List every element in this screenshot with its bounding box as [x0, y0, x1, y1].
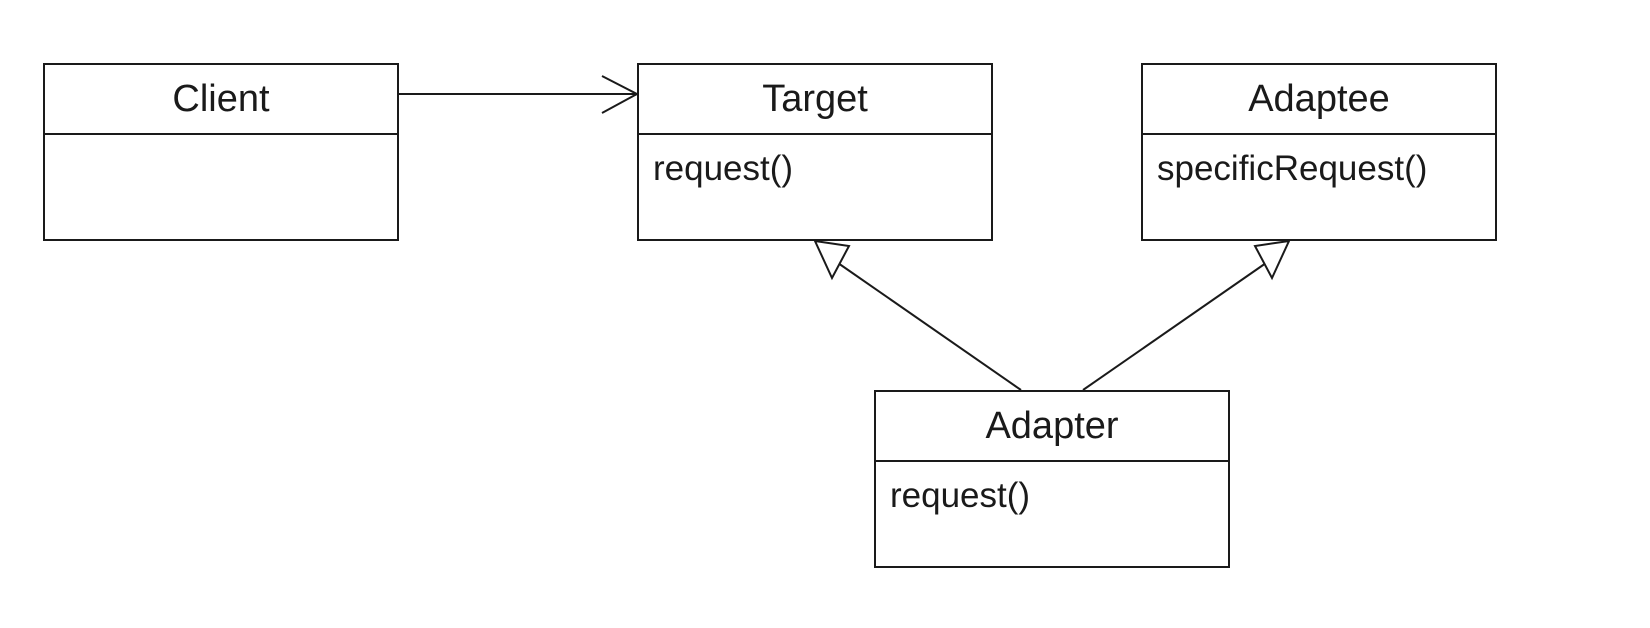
- class-adapter[interactable]: Adapter request(): [874, 390, 1230, 568]
- class-target[interactable]: Target request(): [637, 63, 993, 241]
- generalization-adapter-target: [813, 239, 1022, 391]
- generalization-line: [1082, 262, 1267, 391]
- class-adaptee[interactable]: Adaptee specificRequest(): [1141, 63, 1497, 241]
- class-operations: specificRequest(): [1143, 135, 1495, 191]
- operation: request(): [653, 149, 794, 188]
- class-name: Client: [45, 65, 397, 135]
- association-client-target: [399, 75, 640, 114]
- operation: specificRequest(): [1157, 149, 1428, 188]
- generalization-adapter-adaptee: [1082, 239, 1291, 391]
- class-operations: [45, 135, 397, 147]
- class-name: Adapter: [876, 392, 1228, 462]
- operation: request(): [890, 476, 1031, 515]
- class-operations: request(): [639, 135, 991, 191]
- class-name: Target: [639, 65, 991, 135]
- class-name: Adaptee: [1143, 65, 1495, 135]
- class-operations: request(): [876, 462, 1228, 518]
- generalization-line: [837, 262, 1022, 391]
- class-client[interactable]: Client: [43, 63, 399, 241]
- hollow-triangle-icon: [813, 239, 851, 281]
- hollow-triangle-icon: [1253, 239, 1291, 281]
